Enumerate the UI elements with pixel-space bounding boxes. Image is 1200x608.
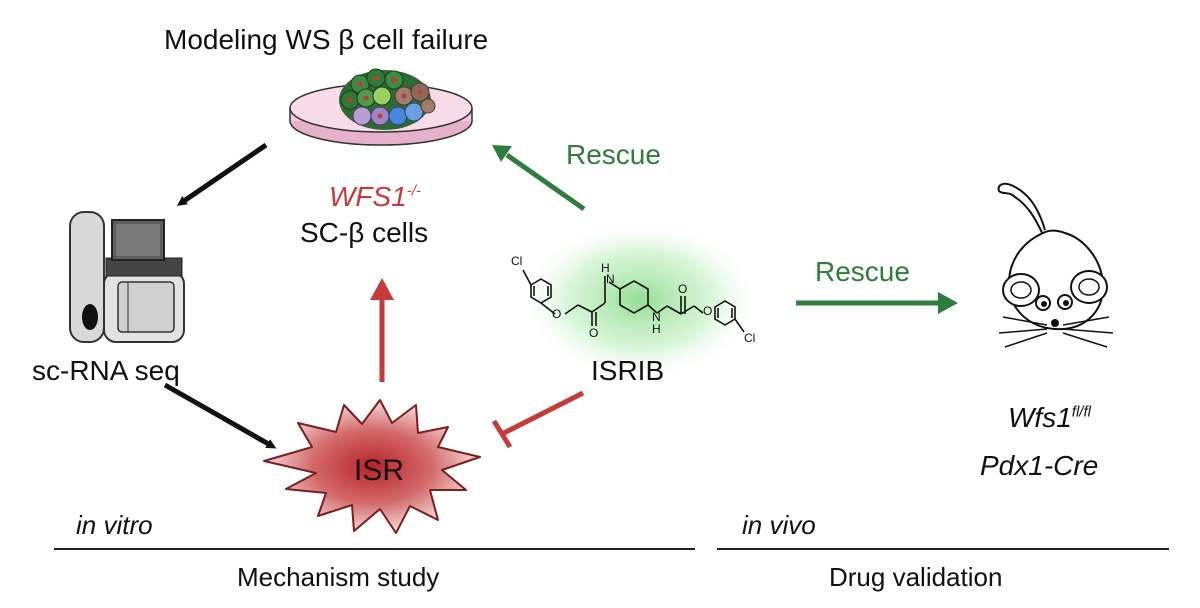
atom-cl-right: Cl [744,331,756,345]
arrow-dish-to-seq [176,142,268,206]
isrib-label: ISRIB [591,355,665,386]
atom-o-1: O [552,307,562,321]
cells-gene-label: WFS1-/- [329,183,421,211]
sc-beta-cells-label: SC-β cells [300,217,429,248]
atom-h-2: H [652,322,661,336]
arrow-seq-to-isr [163,382,277,449]
wfs1-mouse-genotype: fl/fl [1071,403,1091,421]
inhibition-line [500,390,585,437]
rescue-arrowhead-in-vitro [492,145,512,162]
drug-validation-label: Drug validation [829,562,1003,592]
diagram-title: Modeling WS β cell failure [164,24,489,55]
sc-rna-seq-label: sc-RNA seq [32,355,180,386]
isr-label: ISR [354,454,405,487]
rescue-label-in-vitro: Rescue [566,139,661,170]
wfs1-genotype: -/- [406,182,421,200]
sequencer-icon [69,211,185,343]
rescue-label-in-vivo: Rescue [815,256,910,287]
cell-cluster [339,68,436,130]
atom-n-1: N [606,272,615,286]
mouse-gene-label: Wfs1fl/fl [1008,404,1091,432]
atom-cl-left: Cl [511,254,523,268]
inhibition-bar [491,419,513,449]
wfs1-mouse-gene: Wfs1 [1008,402,1072,433]
mouse-icon [997,182,1114,348]
isr-burst [263,399,481,534]
divider-right [717,548,1169,550]
atom-h-1: H [601,261,610,275]
atom-o-3: O [678,282,688,296]
atom-o-2: O [589,326,599,340]
rescue-arrowhead-in-vivo [938,292,958,314]
pdx1-cre-label: Pdx1-Cre [980,450,1099,481]
in-vivo-label: in vivo [742,510,816,540]
isrib-structure [522,269,745,333]
mechanism-study-label: Mechanism study [237,562,440,592]
divider-left [54,548,695,550]
wfs1-gene: WFS1 [329,181,407,212]
rescue-arrow-in-vitro [505,152,586,212]
isrib-glow [520,220,760,380]
atom-o-4: O [703,304,713,318]
in-vitro-label: in vitro [76,510,153,540]
atom-n-2: N [652,310,661,324]
arrowhead-red [370,278,394,300]
